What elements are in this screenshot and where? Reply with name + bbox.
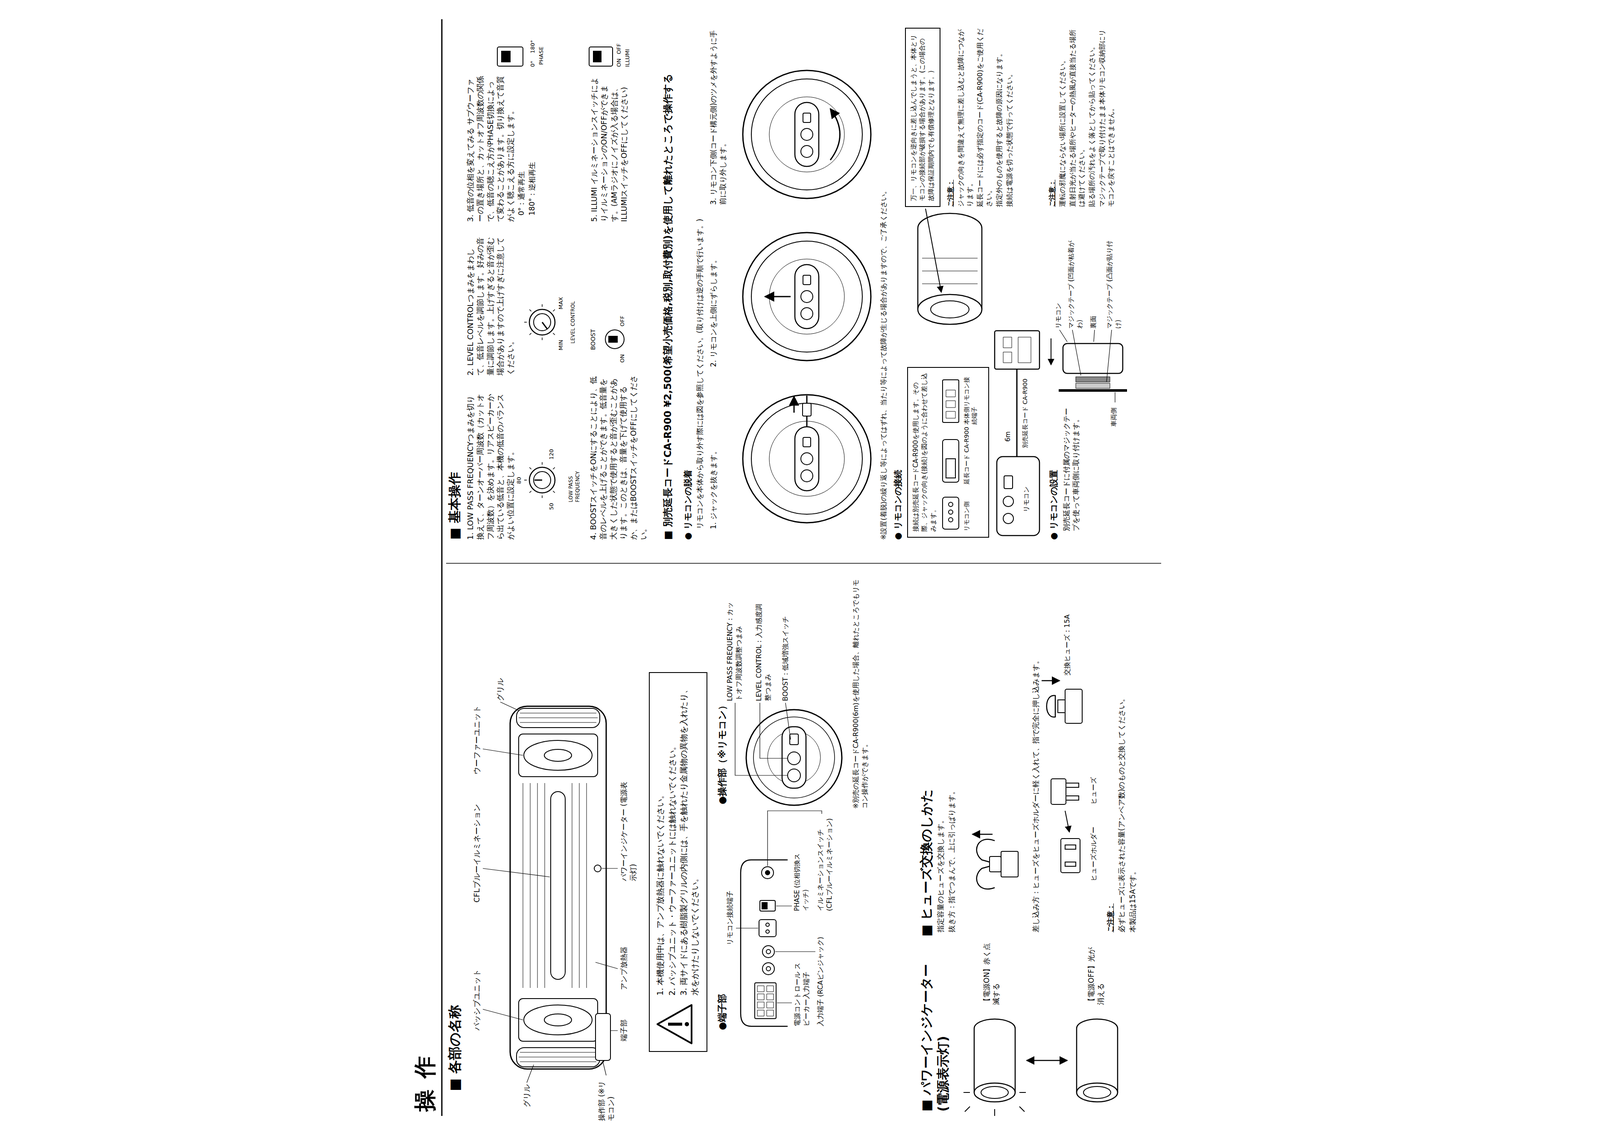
text-label: 車両側 (1109, 407, 1119, 427)
text-label: 0° (529, 60, 537, 68)
node-text: 万一、リモコンを逆向きに差し込んでしまうと、本体とリモコンの接続部が破損する場合… (909, 33, 936, 202)
text-label: ILLUMI (624, 49, 632, 68)
text-label: 入力端子 (RCAピンジャック) (816, 937, 826, 1027)
text-label: リモコン (1022, 486, 1031, 513)
section-heading: ■ ヒューズ交換のしかた (917, 789, 935, 938)
text-label: グリル (521, 1084, 532, 1108)
text-label: 【電源OFF】光が消える (1086, 941, 1106, 1006)
text-label: パワーインジケーター (電源表示灯) (618, 774, 638, 882)
page-title: 操作 (410, 1045, 440, 1113)
text-label: ON (618, 354, 627, 363)
note-box: 接続は別売延長コードCA-R900を使用します。その際、ジャックの向き(接続)を… (907, 367, 990, 538)
text-label: 交換ヒューズ：15A (1062, 614, 1072, 676)
warning-box: 1. 本機使用中は、アンプ放熱器に触れないでください。2. パッシブユニット・ウ… (648, 672, 708, 1053)
text-label: 4. BOOSTスイッチをONにすることにより、低音のレベルを上げることができま… (588, 373, 649, 541)
node-text: 3. 両サイドにある樹脂製グリルの内側には、手を触れたり金属物の異物を入れたり、… (678, 680, 701, 996)
text-label: ※別売の延長コードCA-R900(6m)を使用した場合、離れたところでもリモコン… (851, 578, 870, 809)
section-heading: ●操作部（※リモコン） (716, 700, 729, 805)
text-label: マジックテープ (凹面が粘着がわ) (1067, 234, 1084, 329)
text-label: ウーファーユニット (471, 705, 482, 775)
section-heading: ■ パワーインジケーター (電源表示灯) (917, 945, 952, 1113)
section-heading: ● リモコンの脱着 (682, 470, 694, 541)
text-label: 指定外のものを使用すると故障の原因になります。 (995, 27, 1005, 208)
text-label: 1. ジャックを抜きます。 (708, 447, 719, 530)
text-label: 本体側リモコン接続端子 (962, 373, 979, 425)
section-heading: ご注意： (1048, 179, 1057, 208)
section-heading: ご注意： (1105, 903, 1116, 933)
text-label: PHASE (位相切換スイッチ) (793, 847, 810, 912)
text-label: 6m (1004, 431, 1013, 442)
text-label: 5. ILLUMI イルミネーションスイッチによりイルミネーションのON/OFF… (589, 74, 630, 222)
section-heading: ● リモコンの接続 (892, 470, 904, 541)
text-label: リモコン (1054, 303, 1063, 329)
text-label: ヒューズ (1089, 777, 1099, 805)
text-label: LEVEL CONTROL : 入力感度調整つまみ (754, 598, 773, 702)
text-label: OFF (618, 315, 627, 327)
text-label: 指定容量のヒューズを交換します。 (935, 816, 946, 933)
text-label: PHASE (537, 46, 546, 65)
text-label: 2. リモコンを上側にずらします。 (708, 256, 719, 368)
node-text: 1. 本機使用中は、アンプ放熱器に触れないでください。 (654, 680, 666, 996)
text-label: ヒューズホルダー (1089, 826, 1099, 882)
text-label: 端子部 (618, 1019, 629, 1042)
text-label: リモコン側 (962, 501, 971, 532)
text-label: イルミネーションスイッチ (CFLブルーイルミネーション) (816, 816, 835, 912)
section-heading: ■ 各部の名称 (446, 1005, 465, 1092)
text-label: アンプ放熱器 (618, 946, 629, 991)
text-label: LOW PASS FREQUENCY : カットオフ周波数調整つまみ (725, 598, 744, 702)
text-label: リモコンを本体から取り外す際には図を参照してください。(取り付けは逆の手順で行い… (694, 25, 705, 530)
text-label: MIN (557, 339, 565, 351)
section-heading: ●端子部 (716, 994, 729, 1031)
text-label: リモコン接続端子 (725, 890, 735, 946)
text-label: 3. 低音の位相を変えてみる サブウーファーの置き場所と、カットオフ周波数の関係… (465, 74, 516, 222)
text-label: 2. LEVEL CONTROLつまみをまわして、低音レベルを調節します。好みの… (465, 234, 516, 376)
text-label: 運転の邪魔にならない場所に設置してください。 (1058, 27, 1068, 208)
text-label: 50 (548, 502, 556, 511)
text-label: 必ずヒューズに表示された容量(アンペア数)のものと交換してください。 (1116, 582, 1127, 933)
text-label: パッシブユニット (471, 969, 482, 1031)
text-label: 別売延長コード CA-R900 (1021, 375, 1029, 449)
caution-callout: 万一、リモコンを逆向きに差し込んでしまうと、本体とリモコンの接続部が破損する場合… (905, 27, 941, 208)
text-label: 接続は電源を切った状態で行ってください。 (1005, 27, 1015, 208)
node-text: 2. パッシブユニット・ウーファーユニットには触れないでください。 (666, 680, 678, 996)
text-label: BOOST (589, 329, 597, 351)
text-label: OFF (615, 43, 623, 55)
text-label: 【電源ON】赤く点滅する (981, 941, 1001, 1006)
text-label: BOOST : 低域増強スイッチ (781, 598, 791, 702)
text-label: ※設置(着脱)の繰り返し等によってはずれ、当たり等によって故障が生じる場合があり… (879, 19, 889, 541)
text-label: ON (615, 58, 623, 68)
section-heading: ● リモコンの設置 (1048, 470, 1060, 541)
section-heading: ■ 基本操作 (446, 472, 463, 541)
text-label: 貼る場所の汚れをよく落としてから貼ってください。 (1087, 27, 1097, 208)
text-label: CFLブルーイルミネーション (471, 804, 482, 903)
text-label: マジックテープ (凸面が貼り付け) (1105, 234, 1123, 329)
section-heading: ■ 別売延長コードCA-R900 ¥2,500(希望小売価格,税別,取付費別)を… (661, 19, 675, 541)
section-heading: ご注意： (946, 179, 956, 208)
text-label: 操作部 (※リモコン) (596, 1076, 616, 1122)
text-label: 抜き方：指でつまんで、上に引っぱります。 (946, 787, 957, 933)
text-label: 差し込み方：ヒューズをヒューズホルダーに軽く入れて、指で完全に押し込みます。 (1030, 582, 1041, 933)
text-label: 延長コードには必ず指定のコード(CA-R900)をご使用ください。 (975, 27, 994, 208)
text-label: LEVEL CONTROL (569, 296, 577, 344)
text-label: 180° (529, 40, 537, 54)
text-label: マジックテープで取り付けたまま本体リモコン収納部にリモコンを戻すことはできません… (1097, 27, 1116, 208)
text-label: 0°：通常再生 (516, 171, 526, 216)
text-label: 1. LOW PASS FREQUENCYつまみを切り換えて、ターンオーバー周波… (465, 388, 516, 541)
text-label: ジャックの向きを間違えて無理に差し込むと故障につながります。 (956, 27, 975, 208)
text-label: 120 (548, 449, 556, 460)
text-label: 本製品は15Aです。 (1127, 867, 1138, 933)
text-label: 180°：逆相再生 (527, 161, 537, 216)
text-label: MAX (557, 297, 565, 310)
text-label: 80 (515, 476, 523, 485)
text-label: LOW PASS FREQUENCY (567, 455, 582, 503)
text-label: 延長コード CA-R900 (962, 426, 971, 485)
text-label: 裏面 (1089, 315, 1098, 329)
text-label: 別売延長コードに付属のマジックテープを使って車両側に取り付けます。 (1061, 403, 1081, 532)
text-label: 直射日光が当たる場所やヒーターの熱風が直接当たる場所は避けてください。 (1068, 27, 1087, 208)
node-text: 接続は別売延長コードCA-R900を使用します。その際、ジャックの向き(接続)を… (911, 373, 938, 532)
text-label: グリル (495, 678, 506, 702)
text-label: 電源コントロール スピーカー入力端子 (793, 956, 812, 1027)
text-label: 3. リモコン下側(コード構元側)のツメを外すように手前に取り外します。 (708, 29, 728, 205)
